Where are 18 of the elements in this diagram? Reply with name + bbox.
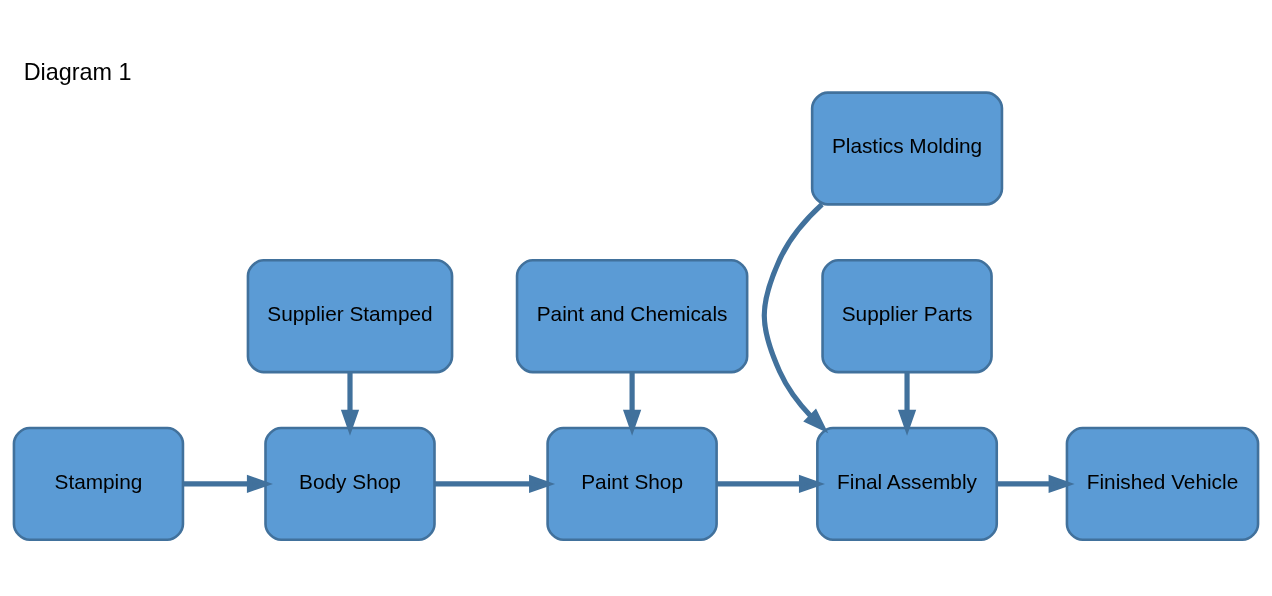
node-box: Body Shop [264,426,436,542]
arrow [716,474,825,494]
arrow [183,474,273,494]
node-box: Finished Vehicle [1065,426,1260,542]
node-box: Paint Shop [546,426,718,542]
node-box: Stamping [12,426,185,542]
node-box: Paint and Chemicals [515,259,749,374]
arrow [761,202,829,434]
arrow [434,474,556,494]
node-box: Plastics Molding [810,91,1004,206]
node-box: Final Assembly [816,426,999,542]
arrow [622,372,642,436]
arrow [996,474,1075,494]
arrow [340,372,360,436]
node-box: Supplier Parts [821,259,993,374]
diagram-title: Diagram 1 [23,59,132,86]
arrow [897,372,917,436]
node-box: Supplier Stamped [246,259,454,374]
